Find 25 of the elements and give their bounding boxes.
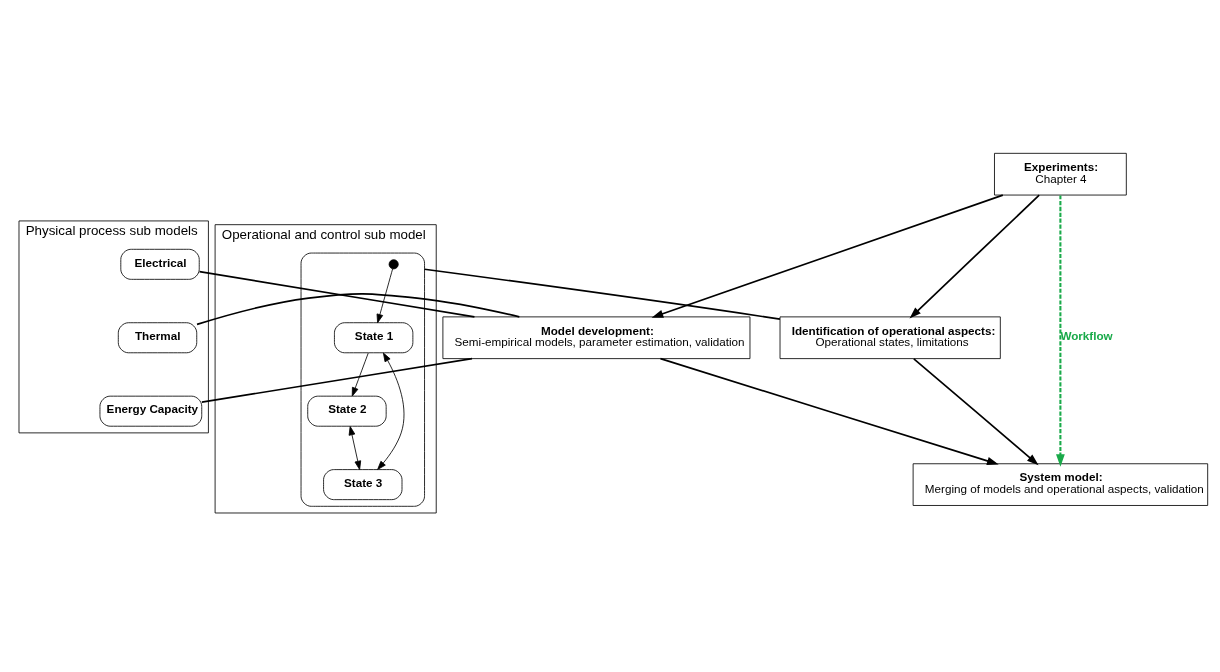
arrow	[348, 425, 362, 470]
node-box: Experiments: Chapter 4	[994, 152, 1127, 195]
node-box: Model development: Semi-empirical models, parameter estimation, validation	[442, 315, 751, 359]
arrow	[913, 357, 1039, 465]
arrow	[659, 357, 999, 465]
cluster	[300, 252, 425, 507]
node-box: System model: Merging of models and operational aspects, validation	[912, 462, 1209, 506]
node-box: Electrical	[120, 248, 200, 280]
node-box: State 3	[323, 468, 403, 500]
arrow	[909, 193, 1040, 318]
arrow	[1056, 194, 1065, 467]
node-box: Energy Capacity	[99, 395, 203, 427]
node-box: State 1	[334, 321, 414, 353]
node-circle	[388, 258, 399, 269]
arrow	[351, 352, 369, 396]
node-box: State 2	[307, 395, 387, 427]
connector	[198, 270, 476, 318]
arrow	[377, 352, 405, 470]
node-box: Thermal	[117, 321, 198, 353]
connector	[423, 267, 781, 320]
arrow	[376, 268, 393, 323]
arrow	[651, 193, 1004, 318]
node-box: Identification of operational aspects: Operational states, limitations	[779, 315, 1001, 359]
connector	[201, 357, 473, 403]
edge-label: Workflow	[1060, 328, 1113, 342]
